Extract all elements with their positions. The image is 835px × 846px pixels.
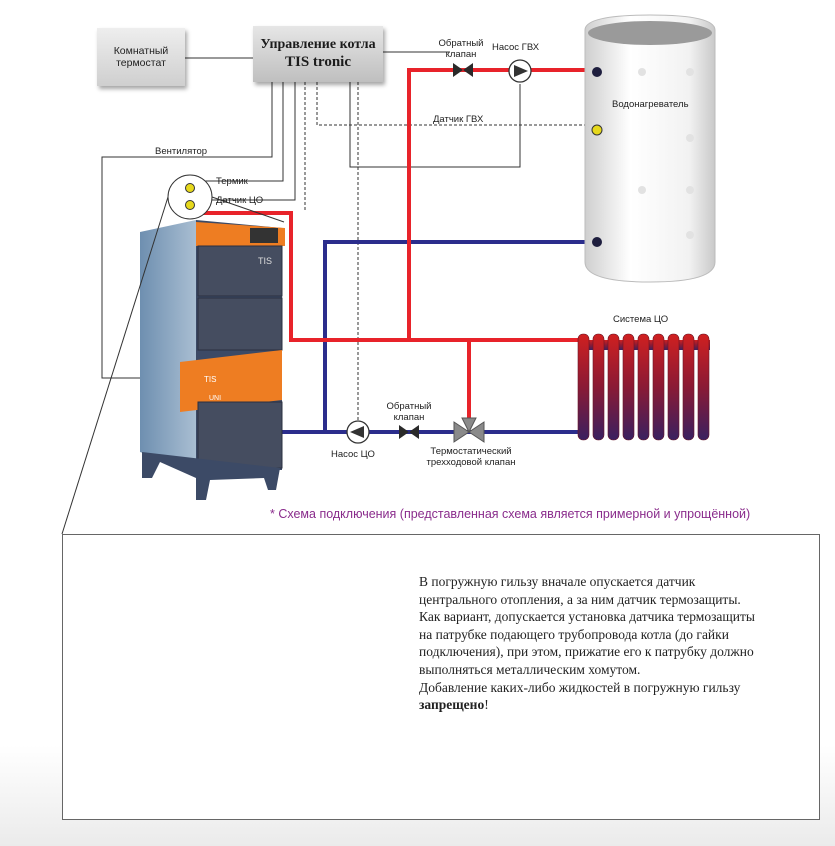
detail-panel [62,534,820,820]
pump-co-icon [346,420,370,444]
water-heater-tank [584,14,716,283]
return-pipe [280,240,597,434]
three-way-valve-icon [453,417,485,443]
info-line: на патрубке подающего трубопровода котла… [419,626,729,642]
info-text: В погружную гильзу вначале опускается да… [419,573,811,714]
label-termik: Термик [216,176,248,187]
boiler-badge-low: UNI [209,395,222,402]
label-check-valve-bottom-2: клапан [393,412,425,423]
control-title-2: TIS tronic [285,54,351,70]
info-line: выполняться металлическим хомутом. [419,661,641,677]
thermostat-label-2: термостат [116,57,166,69]
info-line: В погружную гильзу вначале опускается да… [419,574,696,589]
label-check-valve-top: Обратный клапан [432,38,490,60]
info-line: запрещено! [419,696,811,714]
info-line: Добавление каких-либо жидкостей в погруж… [419,679,741,695]
radiator [577,333,710,441]
info-line: подключения), при этом, прижатие его к п… [419,644,754,660]
label-three-way-2: трехходовой клапан [426,457,516,468]
thermostat-label-1: Комнатный [113,45,169,57]
check-valve-top-icon [453,63,473,77]
control-wires [101,51,597,420]
label-check-valve-bottom: Обратный клапан [380,401,438,423]
info-line: центрального отопления, а за ним датчик … [419,591,741,607]
boiler-badge-top: TIS [258,256,273,266]
label-sensor-co: Датчик ЦО [216,195,264,206]
label-check-valve-top-2: клапан [445,49,477,60]
scheme-note: * Схема подключения (представленная схем… [270,507,751,521]
room-thermostat-box: Комнатный термостат [97,28,185,86]
pump-dhw-icon [508,59,532,83]
label-three-way-valve: Термостатический трехходовой клапан [413,446,529,468]
info-line: Как вариант, допускается установка датчи… [419,609,755,625]
label-check-valve-top-1: Обратный [438,38,484,49]
label-fan: Вентилятор [155,146,208,157]
label-pump-co: Насос ЦО [331,449,375,460]
label-sensor-dhw: Датчик ГВХ [433,114,484,125]
sensor-callout [61,174,285,535]
control-title-1: Управление котла [260,37,376,52]
label-three-way-1: Термостатический [430,446,512,457]
label-water-heater: Водонагреватель [612,99,689,110]
boiler-control-box: Управление котла TIS tronic [253,26,383,82]
info-line-end: ! [484,697,489,713]
label-heating-system: Система ЦО [613,314,669,325]
label-pump-dhw: Насос ГВХ [492,42,540,53]
label-check-valve-bottom-1: Обратный [386,401,432,412]
info-warning: запрещено [419,697,485,713]
boiler-badge-mid: TIS [204,375,217,384]
boiler-image [140,220,285,500]
check-valve-bottom-icon [399,425,419,439]
